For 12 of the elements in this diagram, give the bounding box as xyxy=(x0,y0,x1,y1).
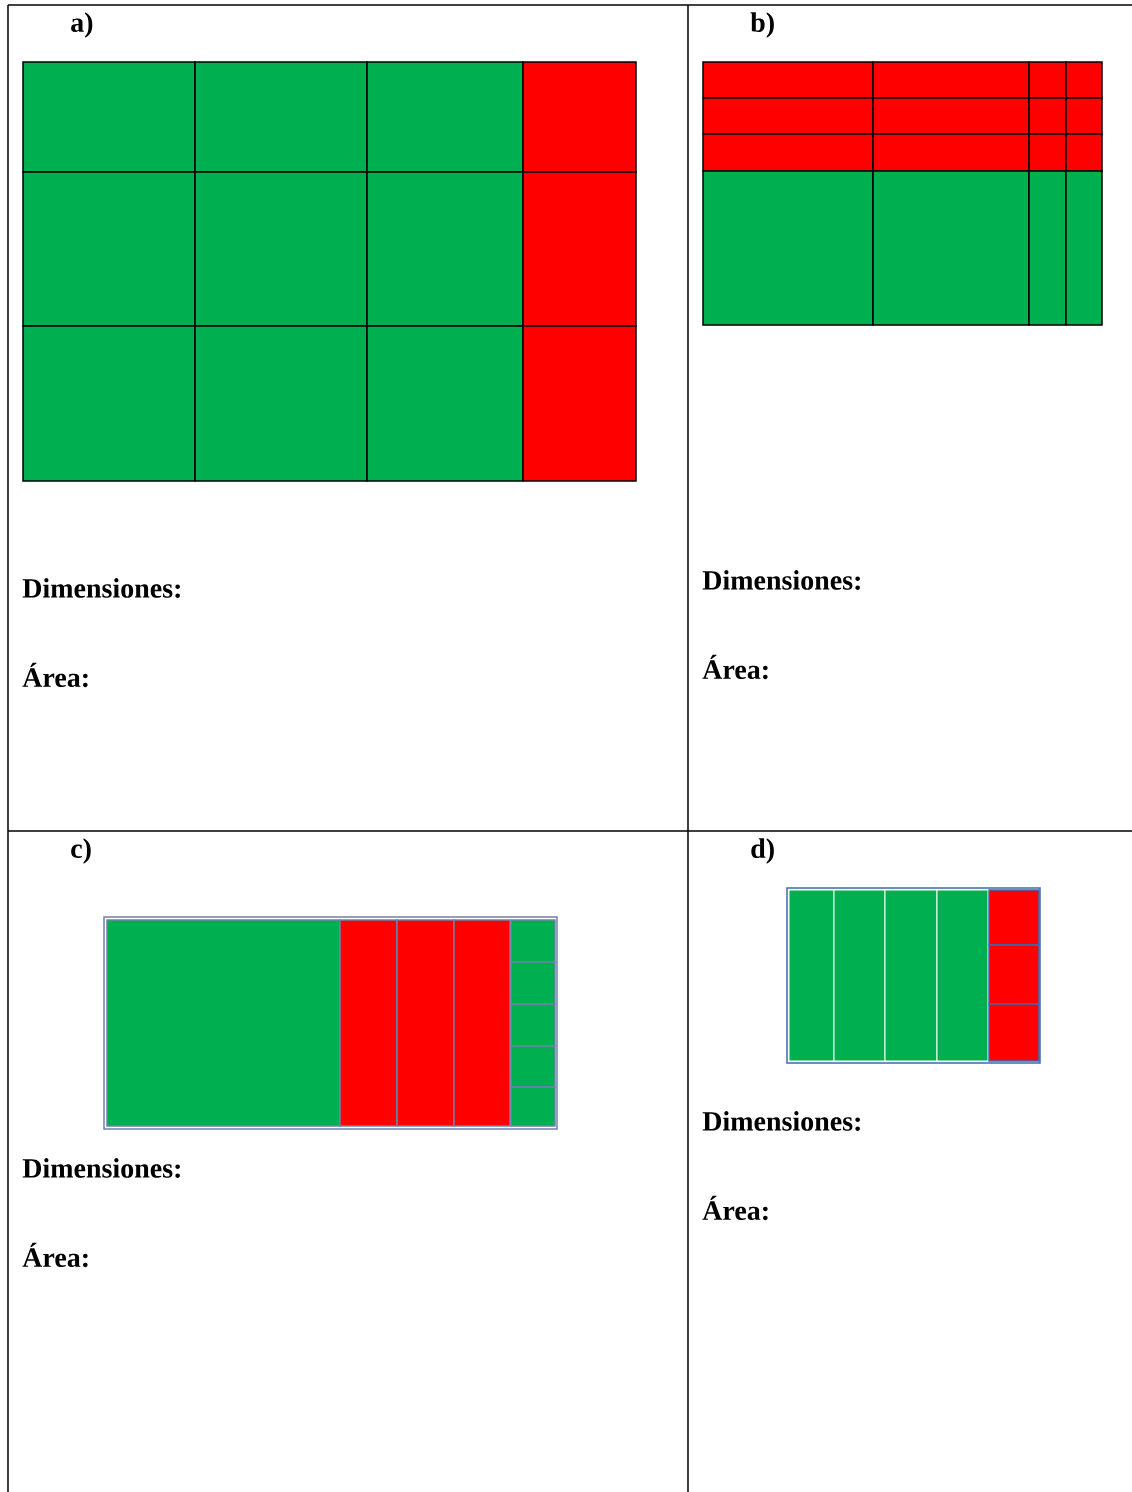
answer-label: Área: xyxy=(702,1195,768,1221)
panel-letter: b) xyxy=(750,12,774,38)
answer-label: Dimensiones: xyxy=(22,578,180,598)
answer-label: Área: xyxy=(22,662,88,688)
panel-letter: c) xyxy=(71,838,91,864)
answer-label: Dimensiones: xyxy=(22,1158,180,1178)
panel-letter: a) xyxy=(71,12,93,38)
answer-label: Área: xyxy=(702,654,768,680)
panel-letter: d) xyxy=(751,838,774,864)
answer-label: Dimensiones: xyxy=(702,570,860,590)
answer-label: Dimensiones: xyxy=(702,1111,860,1131)
answer-label: Área: xyxy=(22,1242,88,1268)
